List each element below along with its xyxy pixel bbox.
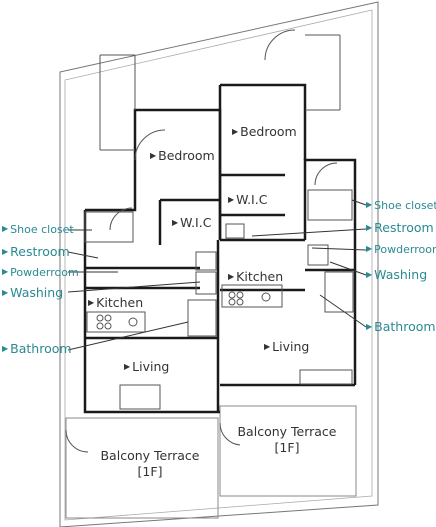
room-left-balcony: Balcony Terrace [1F]: [100, 448, 200, 479]
room-right-kitchen: ▶Kitchen: [228, 269, 284, 284]
left-callout-lines: [67, 229, 201, 351]
label-text: Bathroom: [10, 341, 72, 356]
label-text: Shoe closet: [374, 199, 436, 212]
callout-left-restroom: ▶Restroom: [2, 244, 70, 259]
triangle-icon: ▶: [264, 342, 271, 351]
left-unit-thin: [65, 54, 217, 453]
balcony-right: [219, 405, 357, 497]
triangle-icon: ▶: [366, 244, 373, 253]
triangle-icon: ▶: [366, 200, 373, 209]
label-text: Shoe closet: [10, 223, 74, 236]
right-unit-walls: [218, 83, 357, 387]
callout-right-bathroom: ▶Bathroom: [366, 319, 436, 334]
label-text: Washing: [374, 267, 428, 282]
triangle-icon: ▶: [2, 224, 9, 233]
triangle-icon: ▶: [2, 344, 9, 353]
right-callout-lines: [251, 199, 367, 328]
site-inner-boundary: [64, 9, 373, 521]
label-text: W.I.C: [180, 215, 212, 230]
site-boundary: [59, 1, 379, 527]
room-right-living: ▶Living: [264, 339, 310, 354]
triangle-icon: ▶: [150, 151, 157, 160]
triangle-icon: ▶: [124, 362, 131, 371]
label-text: Kitchen: [236, 269, 284, 284]
triangle-icon: ▶: [2, 267, 9, 276]
triangle-icon: ▶: [228, 195, 235, 204]
balcony-left: [65, 417, 219, 519]
label-text: Washing: [10, 285, 64, 300]
triangle-icon: ▶: [366, 223, 373, 232]
label-text: Bathroom: [374, 319, 436, 334]
triangle-icon: ▶: [88, 298, 95, 307]
room-right-balcony: Balcony Terrace [1F]: [237, 424, 337, 455]
room-right-bedroom: ▶Bedroom: [232, 124, 297, 139]
callout-right-washing: ▶Washing: [366, 267, 428, 282]
triangle-icon: ▶: [172, 218, 179, 227]
room-left-bedroom: ▶Bedroom: [150, 148, 215, 163]
callout-right-powderroom: ▶Powderroom: [366, 244, 436, 255]
room-left-kitchen: ▶Kitchen: [88, 295, 144, 310]
callout-right-restroom: ▶Restroom: [366, 220, 434, 235]
label-text: Powderroom: [374, 243, 436, 256]
label-text: Living: [272, 339, 310, 354]
callout-right-shoe-closet: ▶Shoe closet: [366, 200, 436, 211]
label-text: Powderroom: [10, 266, 79, 279]
callout-left-shoe-closet: ▶Shoe closet: [2, 224, 74, 235]
label-text: Restroom: [374, 220, 434, 235]
triangle-icon: ▶: [228, 272, 235, 281]
callout-left-powderroom: ▶Powderroom: [2, 267, 79, 278]
callout-left-bathroom: ▶Bathroom: [2, 341, 72, 356]
label-text: Bedroom: [240, 124, 297, 139]
label-text: Living: [132, 359, 170, 374]
triangle-icon: ▶: [366, 322, 373, 331]
label-text: Kitchen: [96, 295, 144, 310]
triangle-icon: ▶: [366, 270, 373, 279]
triangle-icon: ▶: [2, 247, 9, 256]
right-unit-thin: [219, 29, 354, 446]
triangle-icon: ▶: [232, 127, 239, 136]
room-right-wic: ▶W.I.C: [228, 192, 268, 207]
label-text: Bedroom: [158, 148, 215, 163]
triangle-icon: ▶: [2, 288, 9, 297]
callout-left-washing: ▶Washing: [2, 285, 64, 300]
room-left-wic: ▶W.I.C: [172, 215, 212, 230]
label-text: W.I.C: [236, 192, 268, 207]
room-left-living: ▶Living: [124, 359, 170, 374]
label-text: Restroom: [10, 244, 70, 259]
